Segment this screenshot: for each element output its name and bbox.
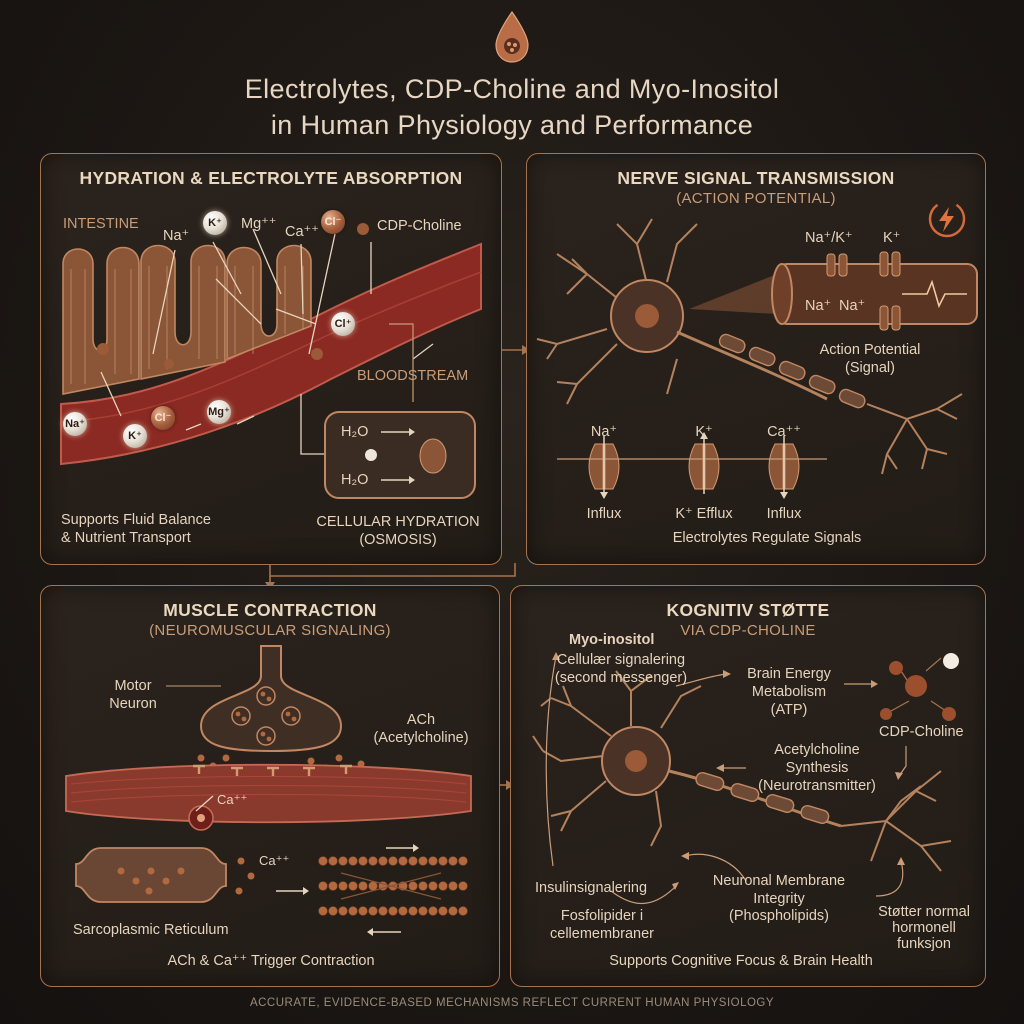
action-potential-signal: (Signal) bbox=[845, 360, 895, 376]
neuromuscular-illustration bbox=[65, 645, 472, 936]
myo-inositol-label: Myo-inositol bbox=[569, 632, 655, 648]
k-channel-label: K⁺ bbox=[883, 230, 901, 246]
cognitive-subtitle: VIA CDP-CHOLINE bbox=[680, 622, 816, 639]
bloodstream-label: BLOODSTREAM bbox=[357, 368, 469, 384]
ion-mg-blood: Mg⁺ bbox=[207, 400, 231, 424]
cell-hydration-label: CELLULAR HYDRATION bbox=[316, 514, 480, 530]
hydration-caption-2: & Nutrient Transport bbox=[61, 530, 191, 546]
ion-cl: Cl⁻ bbox=[321, 210, 345, 234]
cognitive-neuron-illustration bbox=[532, 652, 959, 904]
hydration-panel: HYDRATION & ELECTROLYTE ABSORPTION INTES… bbox=[40, 153, 502, 565]
h2o-label-2: H₂O bbox=[341, 472, 369, 488]
hydration-title: HYDRATION & ELECTROLYTE ABSORPTION bbox=[79, 168, 463, 188]
ca-label-1: Ca⁺⁺ bbox=[217, 792, 248, 807]
muscle-title: MUSCLE CONTRACTION bbox=[163, 600, 377, 620]
membrane-label-2: Integrity bbox=[753, 891, 805, 907]
nerve-subtitle: (ACTION POTENTIAL) bbox=[676, 190, 836, 207]
nerve-caption: Electrolytes Regulate Signals bbox=[672, 530, 862, 546]
h2o-label-1: H₂O bbox=[341, 424, 369, 440]
cognitive-panel: KOGNITIV STØTTE VIA CDP-CHOLINE Myo-inos… bbox=[510, 585, 986, 987]
myo-desc-1: Cellulær signalering bbox=[556, 652, 686, 668]
cdp-choline-label-cog: CDP-Choline bbox=[879, 724, 964, 740]
channel-k-label: K⁺ Efflux bbox=[675, 506, 733, 522]
ach-synthesis-3: (Neurotransmitter) bbox=[758, 778, 876, 794]
membrane-label-3: (Phospholipids) bbox=[729, 908, 829, 924]
channel-na-ion: Na⁺ bbox=[590, 424, 618, 440]
intestine-label: INTESTINE bbox=[63, 216, 139, 232]
ion-k-blood: K⁺ bbox=[123, 424, 147, 448]
cognitive-title: KOGNITIV STØTTE bbox=[666, 600, 830, 620]
cdp-choline-label: CDP-Choline bbox=[377, 218, 462, 234]
na-k-pump-label: Na⁺/K⁺ bbox=[805, 230, 853, 246]
na-label-b: Na⁺ bbox=[839, 298, 866, 314]
drop-icon bbox=[495, 10, 529, 63]
na-label-a: Na⁺ bbox=[805, 298, 832, 314]
channel-k-ion: K⁺ bbox=[695, 424, 713, 440]
cognitive-caption: Supports Cognitive Focus & Brain Health bbox=[609, 953, 873, 969]
ion-k: K⁺ bbox=[203, 211, 227, 235]
acetylcholine-label: (Acetylcholine) bbox=[373, 730, 469, 746]
membrane-label-1: Neuronal Membrane bbox=[712, 873, 846, 889]
motor-neuron-label-2: Neuron bbox=[109, 696, 157, 712]
channel-ca-label: Influx bbox=[766, 506, 802, 522]
hormone-label-3: funksjon bbox=[896, 936, 951, 952]
muscle-caption: ACh & Ca⁺⁺ Trigger Contraction bbox=[167, 953, 375, 969]
insulin-label: Insulinsignalering bbox=[535, 880, 648, 896]
neuron-illustration bbox=[536, 218, 978, 499]
energy-label-3: (ATP) bbox=[770, 702, 808, 718]
sr-label: Sarcoplasmic Reticulum bbox=[73, 922, 229, 938]
energy-label-2: Metabolism bbox=[751, 684, 827, 700]
ion-cl-blood: Cl⁻ bbox=[151, 406, 175, 430]
channel-na-label: Influx bbox=[586, 506, 622, 522]
footer-note: ACCURATE, EVIDENCE-BASED MECHANISMS REFL… bbox=[249, 997, 775, 1009]
channel-ca-ion: Ca⁺⁺ bbox=[767, 424, 801, 440]
muscle-subtitle: (NEUROMUSCULAR SIGNALING) bbox=[149, 622, 391, 639]
ca-label-2: Ca⁺⁺ bbox=[259, 853, 290, 868]
osmosis-label: (OSMOSIS) bbox=[359, 532, 437, 548]
nerve-panel: NERVE SIGNAL TRANSMISSION (ACTION POTENT… bbox=[526, 153, 986, 565]
hormone-label-2: hormonell bbox=[892, 920, 956, 936]
ion-na-label: Na⁺ bbox=[163, 228, 190, 244]
fosfo-label-2: cellemembraner bbox=[550, 926, 654, 942]
ach-synthesis-2: Synthesis bbox=[785, 760, 849, 776]
motor-neuron-label: Motor bbox=[114, 678, 152, 694]
ion-cl-blood-2: Cl⁺ bbox=[331, 312, 355, 336]
hydration-caption-1: Supports Fluid Balance bbox=[61, 512, 211, 528]
fosfo-label-1: Fosfolipider i bbox=[560, 908, 644, 924]
page-title: Electrolytes, CDP-Choline and Myo-Inosit… bbox=[244, 74, 780, 104]
muscle-panel: MUSCLE CONTRACTION (NEUROMUSCULAR SIGNAL… bbox=[40, 585, 500, 987]
nerve-title: NERVE SIGNAL TRANSMISSION bbox=[617, 168, 895, 188]
ach-label: ACh bbox=[406, 712, 436, 728]
myo-desc-2: (second messenger) bbox=[554, 670, 688, 686]
hormone-label-1: Støtter normal bbox=[878, 904, 970, 920]
page-subtitle: in Human Physiology and Performance bbox=[270, 110, 754, 140]
ion-mg-label: Mg⁺⁺ bbox=[241, 216, 277, 232]
lightning-icon bbox=[928, 200, 966, 238]
ach-synthesis-1: Acetylcholine bbox=[774, 742, 860, 758]
ion-ca-label: Ca⁺⁺ bbox=[285, 224, 319, 240]
energy-label-1: Brain Energy bbox=[747, 666, 831, 682]
ion-na-blood: Na⁺ bbox=[63, 412, 87, 436]
action-potential-label: Action Potential bbox=[819, 342, 921, 358]
